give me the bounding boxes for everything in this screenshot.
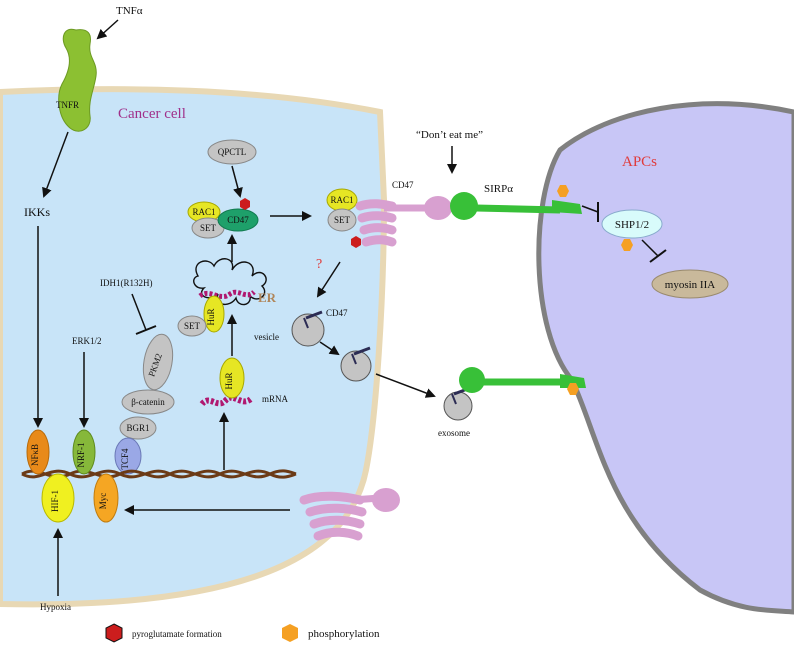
svg-text:NRF-1: NRF-1 bbox=[76, 442, 86, 467]
qpctl-node: QPCTL bbox=[207, 139, 257, 165]
sirpa-exosome bbox=[459, 367, 586, 393]
svg-text:NFκB: NFκB bbox=[30, 444, 40, 466]
hur-node-lower: HuR bbox=[219, 357, 245, 399]
erk-label: ERK1/2 bbox=[72, 336, 102, 346]
sirpa-inhibits-shp bbox=[581, 205, 599, 213]
er-mrna bbox=[198, 289, 256, 300]
cd47-membrane-top bbox=[355, 196, 452, 247]
tnfa-label: TNFα bbox=[116, 5, 143, 17]
bgr1-node: BGR1 bbox=[119, 416, 157, 440]
beta-catenin-node: β-catenin bbox=[121, 389, 175, 415]
cd47-membrane-label: CD47 bbox=[392, 180, 414, 190]
ikks-label: IKKs bbox=[24, 205, 50, 219]
idh1-label: IDH1(R132H) bbox=[100, 278, 153, 288]
hif1-node: HIF-1 bbox=[41, 473, 75, 523]
svg-text:RAC1: RAC1 bbox=[192, 207, 215, 217]
phosphorylation-marker-shp bbox=[621, 239, 633, 251]
vesicle-move-arrow bbox=[319, 341, 340, 356]
qpctl-arrow bbox=[231, 165, 243, 198]
nrf1-node: NRF-1 bbox=[72, 429, 96, 475]
pkm2-node: PKM2 bbox=[142, 333, 174, 391]
hypoxia-label: Hypoxia bbox=[40, 602, 71, 612]
phosphorylation-marker-exosome bbox=[567, 383, 579, 395]
legend-pyroglutamate-icon bbox=[105, 623, 123, 643]
svg-text:β-catenin: β-catenin bbox=[131, 397, 165, 407]
svg-text:HuR: HuR bbox=[206, 308, 216, 325]
svg-text:myosin IIA: myosin IIA bbox=[665, 279, 715, 291]
question-mark: ? bbox=[316, 257, 322, 272]
legend: pyroglutamate formation phosphorylation bbox=[105, 623, 380, 643]
exosome-label: exosome bbox=[438, 428, 470, 438]
svg-text:Myc: Myc bbox=[98, 493, 108, 510]
svg-text:QPCTL: QPCTL bbox=[218, 147, 247, 157]
tnfr-label: TNFR bbox=[56, 100, 79, 110]
svg-text:BGR1: BGR1 bbox=[126, 423, 149, 433]
legend-pyroglutamate-label: pyroglutamate formation bbox=[132, 629, 222, 639]
tnfr-receptor bbox=[58, 28, 97, 132]
tcf4-node: TCF4 bbox=[114, 437, 142, 475]
sirpa-label: SIRPα bbox=[484, 183, 513, 195]
vesicle-label: vesicle bbox=[254, 332, 279, 342]
membrane-to-vesicle-arrow bbox=[316, 261, 341, 298]
myosin-node: myosin IIA bbox=[651, 269, 729, 299]
set-node-er: SET bbox=[177, 315, 207, 337]
idh1-inhibition-bar bbox=[135, 325, 157, 335]
tnfa-arrow bbox=[96, 19, 119, 40]
rac1-node-right: RAC1 bbox=[326, 188, 358, 212]
hur-node-er: HuR bbox=[203, 295, 225, 333]
shp-inhibits-myosin-bar bbox=[649, 249, 667, 263]
exosome bbox=[443, 386, 473, 421]
shp-node: SHP1/2 bbox=[601, 209, 663, 239]
shp-inhibits-myosin bbox=[641, 239, 659, 257]
nfkb-node: NFκB bbox=[26, 429, 50, 475]
svg-text:SET: SET bbox=[334, 215, 351, 225]
svg-text:SET: SET bbox=[184, 321, 201, 331]
mrna-strand bbox=[199, 394, 255, 407]
phosphorylation-marker-apc bbox=[557, 185, 569, 197]
dna-strand bbox=[21, 469, 297, 479]
tnfr-to-ikks-arrow bbox=[42, 131, 69, 198]
svg-text:RAC1: RAC1 bbox=[330, 195, 353, 205]
svg-text:CD47: CD47 bbox=[227, 215, 249, 225]
er-label: ER bbox=[258, 290, 277, 305]
mrna-label: mRNA bbox=[262, 394, 289, 404]
cancer-cell-title: Cancer cell bbox=[118, 106, 186, 122]
svg-text:TCF4: TCF4 bbox=[120, 448, 130, 470]
cd47-node-green: CD47 bbox=[217, 208, 259, 232]
svg-text:SHP1/2: SHP1/2 bbox=[615, 219, 649, 231]
svg-text:HuR: HuR bbox=[224, 372, 234, 389]
apcs-title: APCs bbox=[622, 154, 657, 170]
svg-text:HIF-1: HIF-1 bbox=[50, 490, 60, 512]
legend-phosphorylation-label: phosphorylation bbox=[308, 628, 380, 640]
legend-phosphorylation-icon bbox=[282, 624, 298, 642]
vesicle-top bbox=[291, 310, 325, 347]
er-membrane bbox=[193, 258, 267, 306]
pyroglutamate-marker-left bbox=[240, 198, 250, 210]
dont-eat-me-label: “Don’t eat me” bbox=[416, 129, 483, 141]
set-node-right: SET bbox=[327, 208, 357, 232]
rac1-node-left: RAC1 bbox=[187, 201, 221, 223]
vesicle-to-exosome-arrow bbox=[375, 373, 436, 398]
pyroglutamate-marker-right bbox=[351, 236, 361, 248]
myc-node: Myc bbox=[93, 473, 119, 523]
idh1-inhibition bbox=[131, 293, 147, 331]
apc-cell bbox=[536, 101, 794, 615]
sirpa-receptor bbox=[450, 192, 582, 220]
vesicle-at-membrane bbox=[340, 346, 372, 382]
cd47-membrane-bottom bbox=[299, 488, 400, 541]
vesicle-cd47-label: CD47 bbox=[326, 308, 348, 318]
svg-text:SET: SET bbox=[200, 223, 217, 233]
